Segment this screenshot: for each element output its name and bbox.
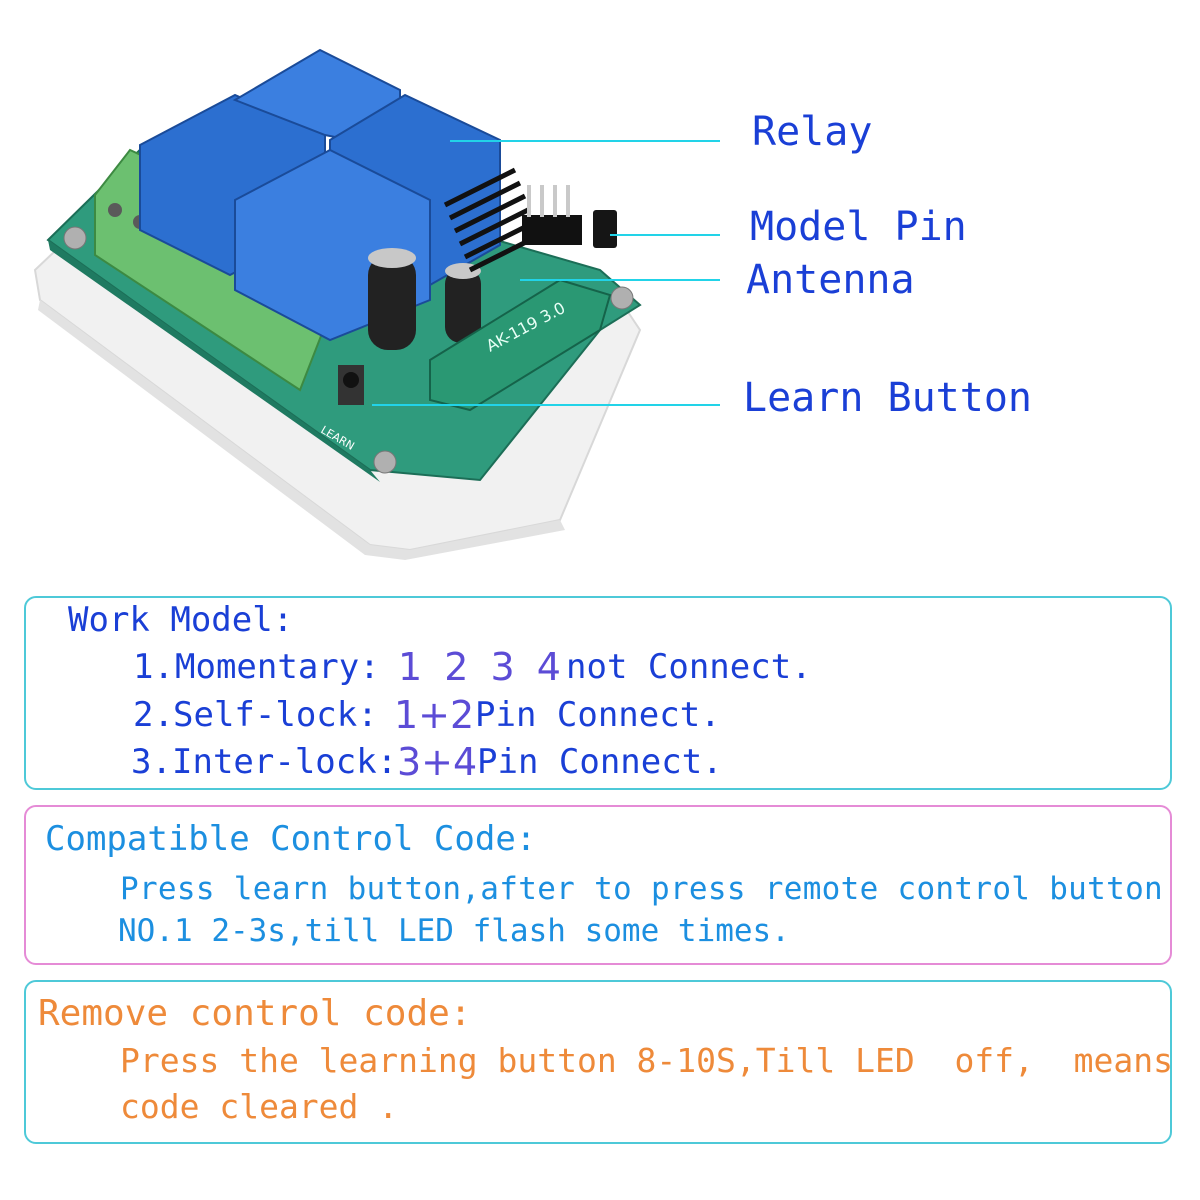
jumper	[593, 210, 617, 248]
work-model-item-2-rest: Pin Connect.	[475, 695, 721, 735]
screw	[63, 226, 87, 250]
work-model-item-3-label: Inter-lock:	[172, 742, 398, 782]
work-model-item-2-pins: 1+2	[394, 693, 475, 737]
compatible-code-panel	[24, 805, 1172, 965]
learn-button-callout-label: Learn Button	[743, 375, 1032, 421]
relay-callout-label: Relay	[752, 109, 873, 155]
screw	[610, 286, 634, 310]
pcb-edge	[48, 240, 380, 482]
antenna-coil	[443, 167, 542, 273]
remove-code-heading: Remove control code:	[38, 993, 472, 1034]
work-model-item-1-num: 1.	[133, 647, 174, 687]
learn-button-callout-line	[372, 404, 720, 406]
work-model-item-3-num: 3.	[131, 742, 172, 782]
learn-button-cap	[343, 372, 359, 388]
remove-code-line-1: Press the learning button 8-10S,Till LED…	[120, 1041, 1173, 1080]
acrylic-base-edge	[38, 300, 565, 560]
compatible-code-heading: Compatible Control Code:	[45, 819, 537, 859]
antenna-callout-line	[520, 279, 720, 281]
model-pin-callout-line	[610, 234, 720, 236]
relay-board-illustration: AK-119 3.0 LEARN	[0, 0, 740, 560]
compatible-code-line-2: NO.1 2-3s,till LED flash some times.	[118, 913, 790, 949]
screw	[373, 450, 397, 474]
work-model-item-2-num: 2.	[133, 695, 174, 735]
work-model-item-1-label: Momentary:	[175, 647, 380, 687]
antenna-callout-label: Antenna	[746, 257, 915, 303]
work-model-item-1-rest: not Connect.	[566, 647, 812, 687]
remove-code-line-2: code cleared .	[120, 1087, 399, 1126]
compatible-code-line-1: Press learn button,after to press remote…	[120, 871, 1163, 907]
work-model-item-3-pins: 3+4	[397, 740, 478, 784]
work-model-item-1-pins: 1 2 3 4	[398, 645, 561, 689]
relay-board-drawing: AK-119 3.0 LEARN	[33, 48, 642, 560]
header-pins	[522, 185, 582, 245]
model-pin-callout-label: Model Pin	[750, 204, 967, 250]
relay-callout-line	[450, 140, 720, 142]
remove-code-panel	[24, 980, 1172, 1144]
work-model-heading: Work Model:	[68, 600, 294, 640]
work-model-item-3-rest: Pin Connect.	[477, 742, 723, 782]
work-model-panel	[24, 596, 1172, 790]
work-model-item-2-label: Self-lock:	[173, 695, 378, 735]
